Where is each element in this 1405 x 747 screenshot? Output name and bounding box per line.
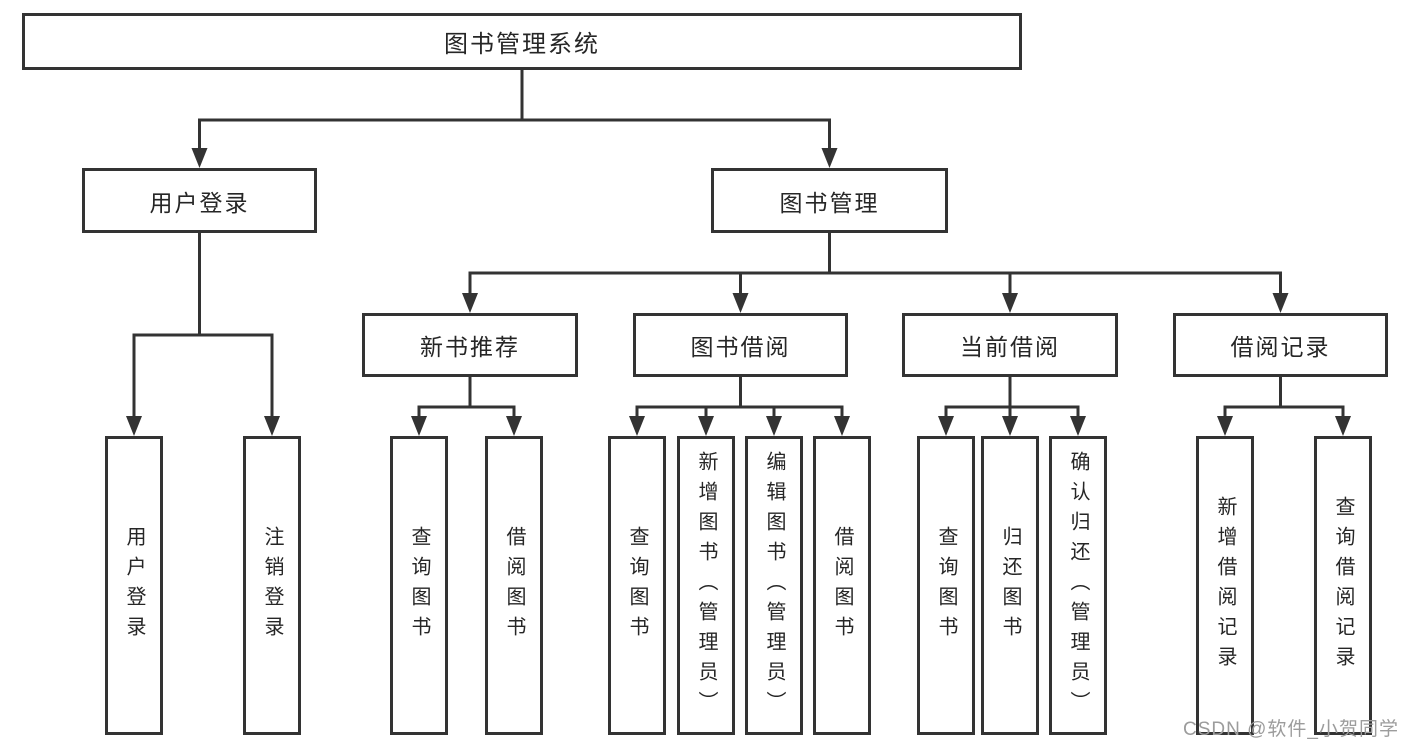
- leaf-user-login: 用户登录: [105, 436, 163, 735]
- leaf-newbooks-query-label: 查询图书: [408, 525, 430, 646]
- leaf-borrow-add-admin: 新增图书（管理员）: [677, 436, 735, 735]
- leaf-borrow-book: 借阅图书: [813, 436, 871, 735]
- node-book-management: 图书管理: [711, 168, 948, 233]
- node-book-management-label: 图书管理: [779, 189, 880, 216]
- node-book-borrow: 图书借阅: [633, 313, 848, 377]
- leaf-borrow-edit-admin: 编辑图书（管理员）: [745, 436, 803, 735]
- node-borrow-records: 借阅记录: [1173, 313, 1388, 377]
- node-new-book-recommend: 新书推荐: [362, 313, 578, 377]
- node-user-login: 用户登录: [82, 168, 317, 233]
- arrowheads: [126, 148, 1351, 436]
- node-root-label: 图书管理系统: [444, 31, 600, 58]
- leaf-borrow-add-admin-label: 新增图书（管理员）: [695, 450, 717, 721]
- leaf-current-confirm-admin-label: 确认归还（管理员）: [1067, 450, 1089, 721]
- leaf-current-return-label: 归还图书: [999, 525, 1021, 646]
- leaf-records-query-label: 查询借阅记录: [1332, 495, 1354, 676]
- leaf-borrow-edit-admin-label: 编辑图书（管理员）: [763, 450, 785, 721]
- leaf-user-login-label: 用户登录: [123, 525, 145, 646]
- leaf-records-add: 新增借阅记录: [1196, 436, 1254, 735]
- leaf-borrow-book-label: 借阅图书: [831, 525, 853, 646]
- node-book-borrow-label: 图书借阅: [690, 334, 791, 360]
- node-current-borrow-label: 当前借阅: [960, 334, 1060, 360]
- leaf-logout: 注销登录: [243, 436, 301, 735]
- node-root-system: 图书管理系统: [22, 13, 1022, 70]
- leaf-current-query-label: 查询图书: [935, 525, 957, 646]
- leaf-current-confirm-admin: 确认归还（管理员）: [1049, 436, 1107, 735]
- leaf-records-query: 查询借阅记录: [1314, 436, 1372, 735]
- leaf-current-query: 查询图书: [917, 436, 975, 735]
- leaf-borrow-query-label: 查询图书: [626, 525, 648, 646]
- node-current-borrow: 当前借阅: [902, 313, 1118, 377]
- leaf-newbooks-borrow-label: 借阅图书: [503, 525, 525, 646]
- leaf-records-add-label: 新增借阅记录: [1214, 495, 1236, 676]
- node-borrow-records-label: 借阅记录: [1230, 334, 1331, 360]
- leaf-current-return: 归还图书: [981, 436, 1039, 735]
- csdn-watermark: CSDN @软件_小贺同学: [1183, 719, 1399, 740]
- node-new-book-recommend-label: 新书推荐: [420, 334, 520, 360]
- leaf-logout-label: 注销登录: [261, 525, 283, 646]
- leaf-newbooks-borrow: 借阅图书: [485, 436, 543, 735]
- node-user-login-label: 用户登录: [149, 189, 250, 216]
- leaf-borrow-query: 查询图书: [608, 436, 666, 735]
- leaf-newbooks-query: 查询图书: [390, 436, 448, 735]
